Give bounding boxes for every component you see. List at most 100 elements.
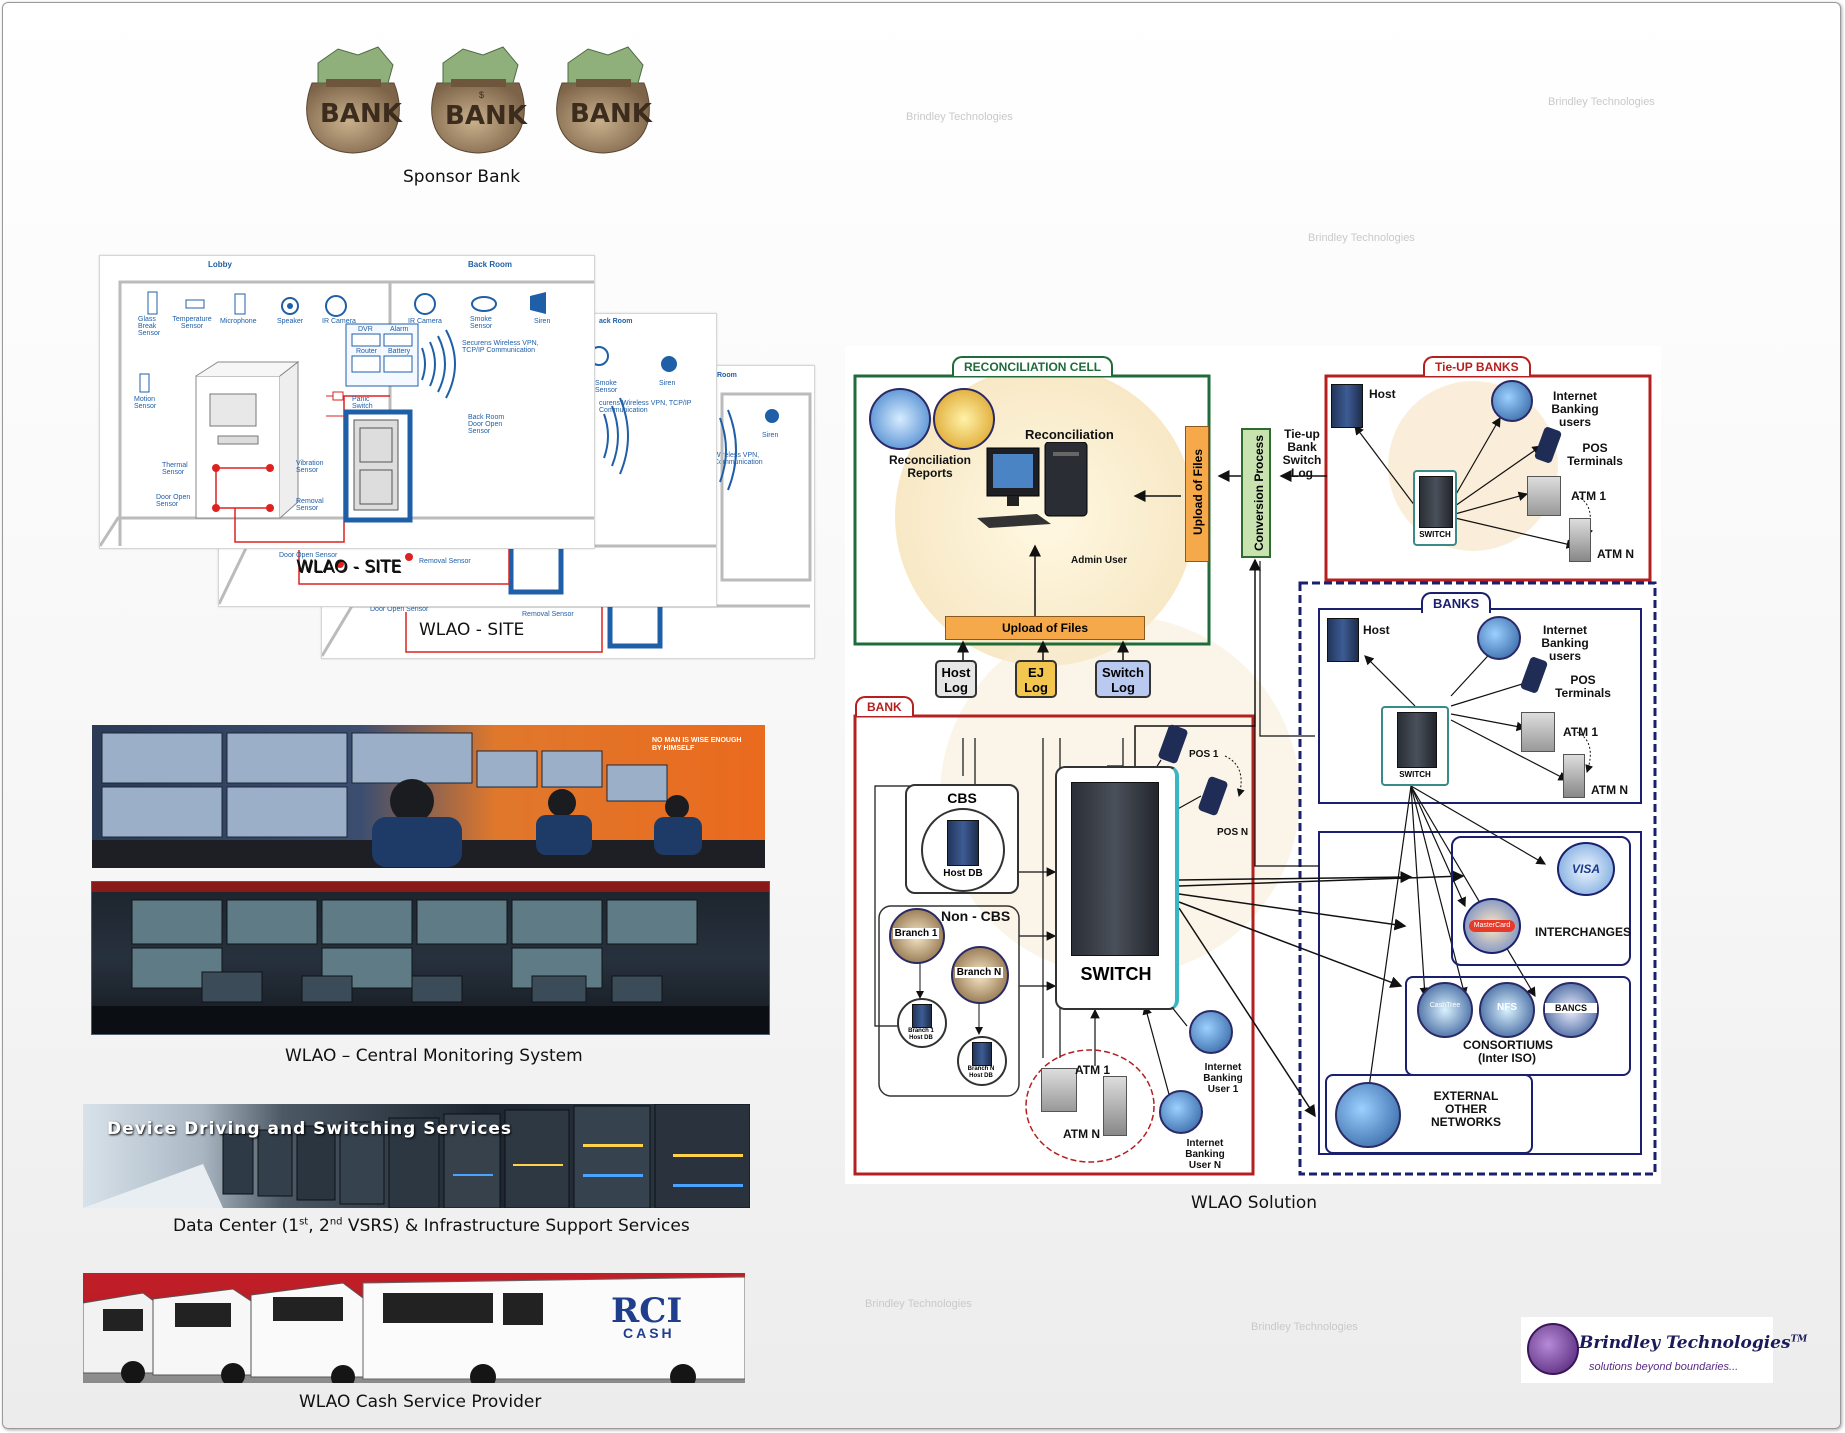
upload-files-h-label: Upload of Files — [1001, 621, 1088, 635]
datacenter-photo: Device Driving and Switching Services — [83, 1104, 750, 1208]
sensor-temp-label: Temperature Sensor — [172, 316, 212, 330]
reconciliation-label: Reconciliation — [1025, 427, 1114, 442]
sensor-glass-label: Glass Break Sensor — [138, 316, 161, 337]
sensor-ircam-label: IR Camera — [322, 318, 356, 325]
site-caption-3: WLAO - SITE — [419, 620, 525, 640]
watermark: Brindley Technologies — [865, 1298, 972, 1310]
plan-siren-label: Siren — [762, 432, 779, 439]
posn-label: POS N — [1217, 827, 1249, 838]
ib-user1-label: Internet Banking User 1 — [1203, 1062, 1243, 1095]
site-caption-2: WLAO - SITE — [297, 558, 403, 578]
dc-caption-mid: , 2 — [308, 1216, 330, 1236]
server-racks-scene — [83, 1104, 750, 1208]
plan-smoke-label: Smoke Sensor — [595, 380, 618, 394]
sensor-removal-label: Removal Sensor — [296, 498, 324, 512]
cms-photo-2-scene — [92, 882, 769, 1034]
cash-caption: WLAO Cash Service Provider — [299, 1392, 542, 1412]
panic-label: Panic Switch — [352, 396, 373, 410]
tieup-atm1-label: ATM 1 — [1571, 489, 1607, 503]
sponsor-bank-group: BANK $ BANK BANK — [298, 43, 668, 163]
reports-icon — [933, 388, 995, 450]
banks-atmn-label: ATM N — [1591, 783, 1629, 797]
globe-icon — [1159, 1090, 1203, 1134]
ib-usern-label: Internet Banking User N — [1185, 1138, 1225, 1171]
dc-sup-2: nd — [329, 1216, 343, 1228]
atm-icon — [1103, 1076, 1127, 1136]
switch-log-label: Switch Log — [1102, 665, 1144, 695]
site-plan-1: Lobby Back Room — [99, 255, 595, 549]
interchanges-label: INTERCHANGES — [1535, 925, 1632, 939]
banks-atm1-label: ATM 1 — [1563, 725, 1599, 739]
sensor-ircam-back-label: IR Camera — [408, 318, 442, 325]
bank-atmn-label: ATM N — [1063, 1127, 1101, 1141]
cms-photo-2 — [91, 881, 770, 1035]
mastercard-label: MasterCard — [1469, 920, 1515, 932]
atm-icon — [1569, 518, 1591, 562]
sensor-mic-label: Microphone — [220, 318, 257, 325]
sensor-thermal-label: Thermal Sensor — [162, 462, 188, 476]
branch1-icon: Branch 1 — [889, 908, 945, 964]
recon-cell-tag: RECONCILIATION CELL — [952, 356, 1114, 376]
sensor-door-label: Door Open Sensor — [156, 494, 191, 508]
tieup-log-label: Tie-up Bank Switch Log — [1282, 427, 1322, 480]
ej-log-box: EJ Log — [1015, 660, 1057, 698]
cash-vans-photo: RCI CASH — [83, 1273, 745, 1383]
bag-label-1: BANK — [320, 99, 402, 129]
nfs-badge: NFS — [1479, 982, 1535, 1038]
tieup-ib-label: Internet Banking users — [1551, 389, 1599, 429]
nfs-label: NFS — [1497, 1002, 1517, 1013]
watermark: Brindley Technologies — [1308, 232, 1415, 244]
banks-tag: BANKS — [1421, 592, 1492, 613]
wireless-label: Securens Wireless VPN, TCP/IP Communicat… — [462, 340, 539, 354]
banks-pos-label: POS Terminals — [1555, 673, 1611, 700]
van-brand-text: RCI — [611, 1291, 683, 1331]
bancs-label: BANCS — [1545, 1003, 1597, 1013]
solution-caption: WLAO Solution — [1191, 1193, 1318, 1213]
atm-icon — [1041, 1068, 1077, 1112]
main-switch-box: SWITCH — [1055, 766, 1179, 1010]
non-cbs-label: Non - CBS — [941, 908, 1011, 924]
cms-photo-1: NO MAN IS WISE ENOUGH BY HIMSELF — [92, 725, 765, 868]
money-bag-icon — [306, 46, 650, 154]
atm-icon — [1527, 476, 1561, 516]
server-icon — [1419, 476, 1453, 528]
plan-back-room-label: ack Room — [599, 318, 633, 325]
tieup-pos-label: POS Terminals — [1567, 441, 1623, 468]
van-brand-sub: CASH — [623, 1325, 675, 1341]
dvr-label: DVR — [358, 326, 373, 333]
plan-lobby-title: Lobby — [208, 260, 232, 269]
site-plan-1-drawing — [100, 280, 594, 547]
banks-ib-label: Internet Banking users — [1541, 623, 1589, 663]
cbs-label: CBS — [947, 790, 977, 806]
cash-vans-scene — [83, 1276, 745, 1383]
atm-icon — [1521, 712, 1555, 752]
logo-tm: TM — [1790, 1334, 1808, 1345]
upload-files-v-label: Upload of Files — [1191, 449, 1205, 536]
globe-icon — [1335, 1082, 1401, 1148]
admin-computer-icon — [977, 442, 1088, 528]
cashtree-badge: CashTree — [1417, 982, 1473, 1038]
branchn-db-icon: Branch N Host DB — [957, 1036, 1007, 1086]
bank-atm1-label: ATM 1 — [1075, 1063, 1111, 1077]
host-db-label: Host DB — [943, 868, 983, 879]
plan-door-label: Door Open Sensor — [279, 552, 338, 559]
conversion-process-box: Conversion Process — [1241, 428, 1271, 558]
branch1-db-icon: Branch 1 Host DB — [897, 998, 947, 1048]
plan-removal-label: Removal Sensor — [522, 611, 574, 618]
watermark: Brindley Technologies — [1548, 96, 1655, 108]
external-label: EXTERNAL OTHER NETWORKS — [1431, 1089, 1501, 1129]
branchn-icon: Branch N — [951, 946, 1009, 1004]
host-log-box: Host Log — [935, 660, 977, 698]
tieup-switch-box: SWITCH — [1413, 470, 1457, 546]
plan-back-room-title: Back Room — [468, 260, 513, 269]
conversion-label: Conversion Process — [1252, 434, 1266, 552]
plan-siren-label: Siren — [659, 380, 676, 387]
consortiums-label: CONSORTIUMS — [1463, 1038, 1553, 1052]
server-icon — [1331, 384, 1363, 428]
globe-icon — [1189, 1010, 1233, 1054]
brindley-logo: Brindley TechnologiesTM solutions beyond… — [1521, 1317, 1807, 1383]
host-log-label: Host Log — [941, 665, 971, 695]
branch1-db-label: Branch 1 Host DB — [908, 1028, 934, 1041]
dc-caption-pre: Data Center (1 — [173, 1216, 300, 1236]
